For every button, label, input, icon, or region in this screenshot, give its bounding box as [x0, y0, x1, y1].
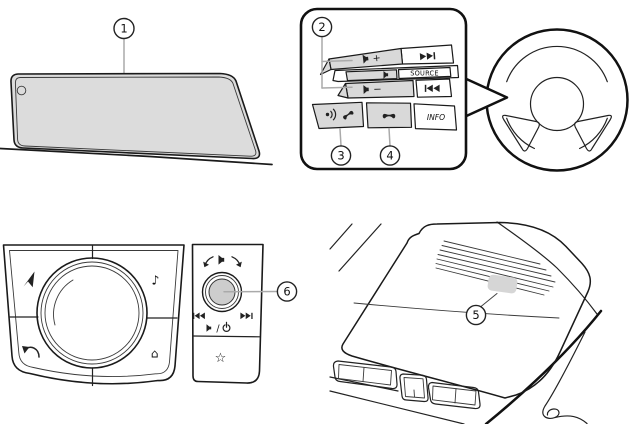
volume-panel-divider: [192, 335, 261, 338]
mute-power-icon: /: [206, 321, 231, 335]
rim-inner-left: [506, 117, 535, 150]
steering-switches-callout-figure: + SOURCE − INFO: [299, 7, 509, 171]
back-icon: [22, 346, 40, 358]
source-button: [397, 66, 452, 80]
steering-wheel-rim: [485, 28, 629, 172]
headliner-line-2: [329, 223, 353, 250]
sunroof-switch-inner: [403, 377, 425, 399]
visor-hook-tail: [554, 415, 588, 424]
mute-power-slash: /: [216, 324, 220, 335]
sunroof-switch-detail: [413, 389, 415, 398]
callout-2-circle: [311, 16, 333, 38]
end-call-icon: [382, 113, 396, 119]
callout-5-circle: [465, 304, 487, 326]
callout-4-circle: [379, 145, 401, 166]
voice-command-icon: [325, 108, 337, 121]
map-light-switches: [332, 360, 398, 390]
callout-1-circle: [113, 17, 135, 40]
steering-wheel-hub: [529, 76, 585, 132]
answer-phone-icon: [343, 110, 354, 120]
commander-control-figure: ♪ ⌂: [2, 244, 185, 387]
map-light-switches-right-inner: [432, 385, 477, 406]
volume-rotate-icon: [203, 255, 242, 268]
callout-6-circle: [276, 281, 298, 302]
callout-4-leader: [388, 127, 391, 147]
callout-3: 3: [330, 128, 352, 166]
dashboard-line: [0, 147, 273, 166]
info-button: [413, 103, 458, 131]
cluster-side-face: [319, 58, 332, 76]
audio-switch-cluster: [311, 44, 460, 131]
volume-down-minus: −: [373, 84, 382, 95]
headliner-line-3: [329, 376, 399, 392]
rim-inner-right: [579, 117, 608, 150]
home-icon: ⌂: [151, 347, 159, 361]
display-inner-outline: [14, 76, 257, 157]
overhead-console-figure: 5: [329, 221, 603, 424]
callout-3-circle: [330, 145, 352, 166]
volume-up-icon: +: [362, 53, 381, 65]
volume-panel-figure: / ☆ 6: [191, 243, 298, 384]
seek-down-icon-panel: [193, 312, 205, 320]
map-light-right-divider: [454, 388, 457, 404]
source-label: SOURCE: [410, 69, 438, 77]
callout-2: 2: [311, 16, 353, 89]
headliner-line-1: [338, 223, 382, 272]
volume-panel: [191, 243, 264, 384]
callout-6: 6: [223, 281, 298, 302]
favorites-star-icon: ☆: [215, 351, 227, 366]
commander-panel-inner: [9, 250, 179, 377]
talk-button: [311, 101, 365, 130]
callout-1-number: 1: [120, 22, 127, 36]
mute-icon: [383, 71, 389, 79]
callout-1: 1: [113, 17, 135, 40]
center-display-figure: 1: [0, 17, 273, 166]
callout-5: 5: [465, 293, 498, 326]
overhead-console-body: [341, 221, 592, 399]
spoke-cutout-left: [502, 114, 540, 152]
pillar-trim-line: [484, 309, 603, 424]
map-light-switches-right: [427, 381, 481, 410]
callout-3-number: 3: [337, 149, 344, 163]
windshield-edge-line: [329, 390, 465, 424]
music-note-icon: ♪: [152, 273, 160, 288]
center-display-screen: [10, 72, 261, 160]
display-corner-sensor: [16, 85, 27, 96]
steering-wheel-figure: [485, 28, 629, 172]
overhead-switch-bank: [332, 360, 481, 410]
callout-box-pointer: [460, 75, 509, 120]
commander-knob: [36, 257, 148, 369]
callout-5-leader: [480, 293, 498, 307]
sunroof-switch: [399, 373, 429, 403]
map-light-divider: [362, 366, 365, 383]
volume-down-icon: −: [363, 84, 382, 96]
callout-4: 4: [379, 127, 401, 166]
rim-inner-top: [506, 45, 608, 83]
volume-up-plus: +: [372, 53, 381, 65]
info-label: INFO: [427, 113, 445, 122]
spoke-cutout-right: [574, 114, 612, 152]
mute-button: [345, 69, 398, 82]
seek-up-icon-panel: [240, 312, 253, 320]
callout-4-number: 4: [386, 149, 393, 163]
roof-line: [496, 221, 598, 315]
previous-track-icon: [424, 84, 440, 92]
callout-5-number: 5: [472, 308, 479, 322]
callout-2-leader-up: [321, 59, 353, 63]
map-light-switches-inner: [338, 364, 392, 386]
console-divider-line: [353, 302, 560, 319]
microphone-unit: [487, 274, 518, 294]
next-track-icon: [419, 52, 436, 61]
callout-6-number: 6: [283, 285, 290, 299]
navigation-icon: [23, 271, 35, 288]
microphone-grille-lines: [435, 240, 556, 296]
callout-3-leader: [339, 128, 342, 147]
callout-2-leader-down: [321, 86, 353, 89]
callout-2-number: 2: [318, 20, 325, 34]
